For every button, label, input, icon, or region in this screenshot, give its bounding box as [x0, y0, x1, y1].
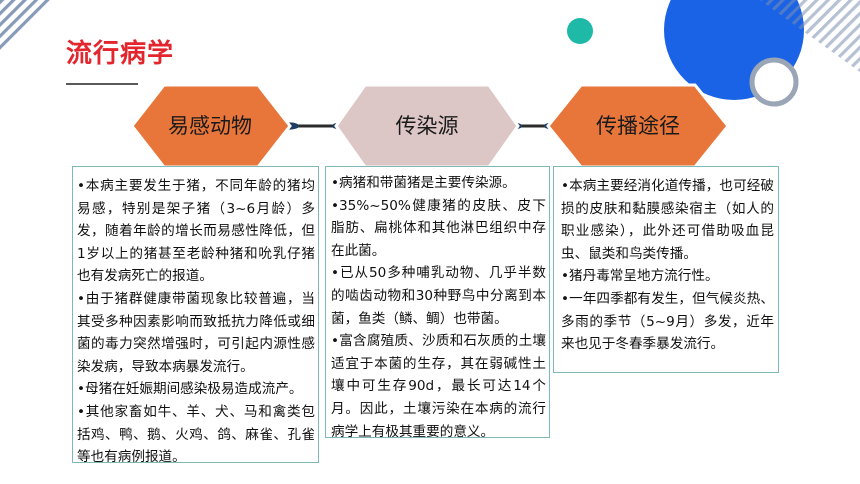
- stripe-pattern-top-right: [760, 0, 860, 72]
- panel-paragraph: •本病主要发生于猪，不同年龄的猪均易感，特别是架子猪（3~6月龄）多发，随着年龄…: [77, 178, 315, 285]
- page-title: 流行病学: [66, 39, 175, 69]
- panel-paragraph: •母猪在妊娠期间感染极易造成流产。: [77, 381, 303, 398]
- panel-paragraph: •病猪和带菌猪是主要传染源。: [331, 175, 516, 191]
- panel-paragraph: •本病主要经消化道传播，也可经破损的皮肤和黏膜感染宿主（如人的职业感染），此外还…: [561, 178, 774, 262]
- panel-paragraph: •一年四季都有发生，但气候炎热、多雨的季节（5~9月）多发，近年来也见于冬春季暴…: [561, 290, 774, 353]
- stage-label-transmission-route: 传播途径: [596, 114, 680, 138]
- stripe-pattern-top-left: [0, 0, 52, 52]
- panel-paragraph: •富含腐殖质、沙质和石灰质的土壤适宜于本菌的生存，其在弱碱性土壤中可生存90d，…: [331, 333, 546, 440]
- gray-ring: [749, 57, 799, 107]
- panel-paragraph: •已从50多种哺乳动物、几乎半数的啮齿动物和30种野鸟中分离到本菌，鱼类（鳞、鲷…: [331, 265, 546, 327]
- panel-paragraph: •35%~50%健康猪的皮肤、皮下脂肪、扁桃体和其他淋巴组织中存在此菌。: [331, 197, 546, 259]
- title-underline: [66, 83, 138, 85]
- panel-susceptible-animals: •本病主要发生于猪，不同年龄的猪均易感，特别是架子猪（3~6月龄）多发，随着年龄…: [72, 166, 319, 465]
- stage-label-infection-source: 传染源: [395, 114, 459, 138]
- teal-dot: [567, 18, 593, 44]
- panel-transmission-route: •本病主要经消化道传播，也可经破损的皮肤和黏膜感染宿主（如人的职业感染），此外还…: [553, 166, 779, 373]
- panel-paragraph: •猪丹毒常呈地方流行性。: [561, 268, 719, 285]
- panel-paragraph: •由于猪群健康带菌现象比较普遍，当其受多种因素影响而致抵抗力降低或细菌的毒力突然…: [77, 290, 315, 375]
- panel-paragraph: •其他家畜如牛、羊、犬、马和禽类包括鸡、鸭、鹅、火鸡、鸽、麻雀、孔雀等也有病例报…: [77, 403, 315, 466]
- stage-label-susceptible-animals: 易感动物: [168, 114, 252, 138]
- panel-infection-source: •病猪和带菌猪是主要传染源。 •35%~50%健康猪的皮肤、皮下脂肪、扁桃体和其…: [325, 166, 550, 440]
